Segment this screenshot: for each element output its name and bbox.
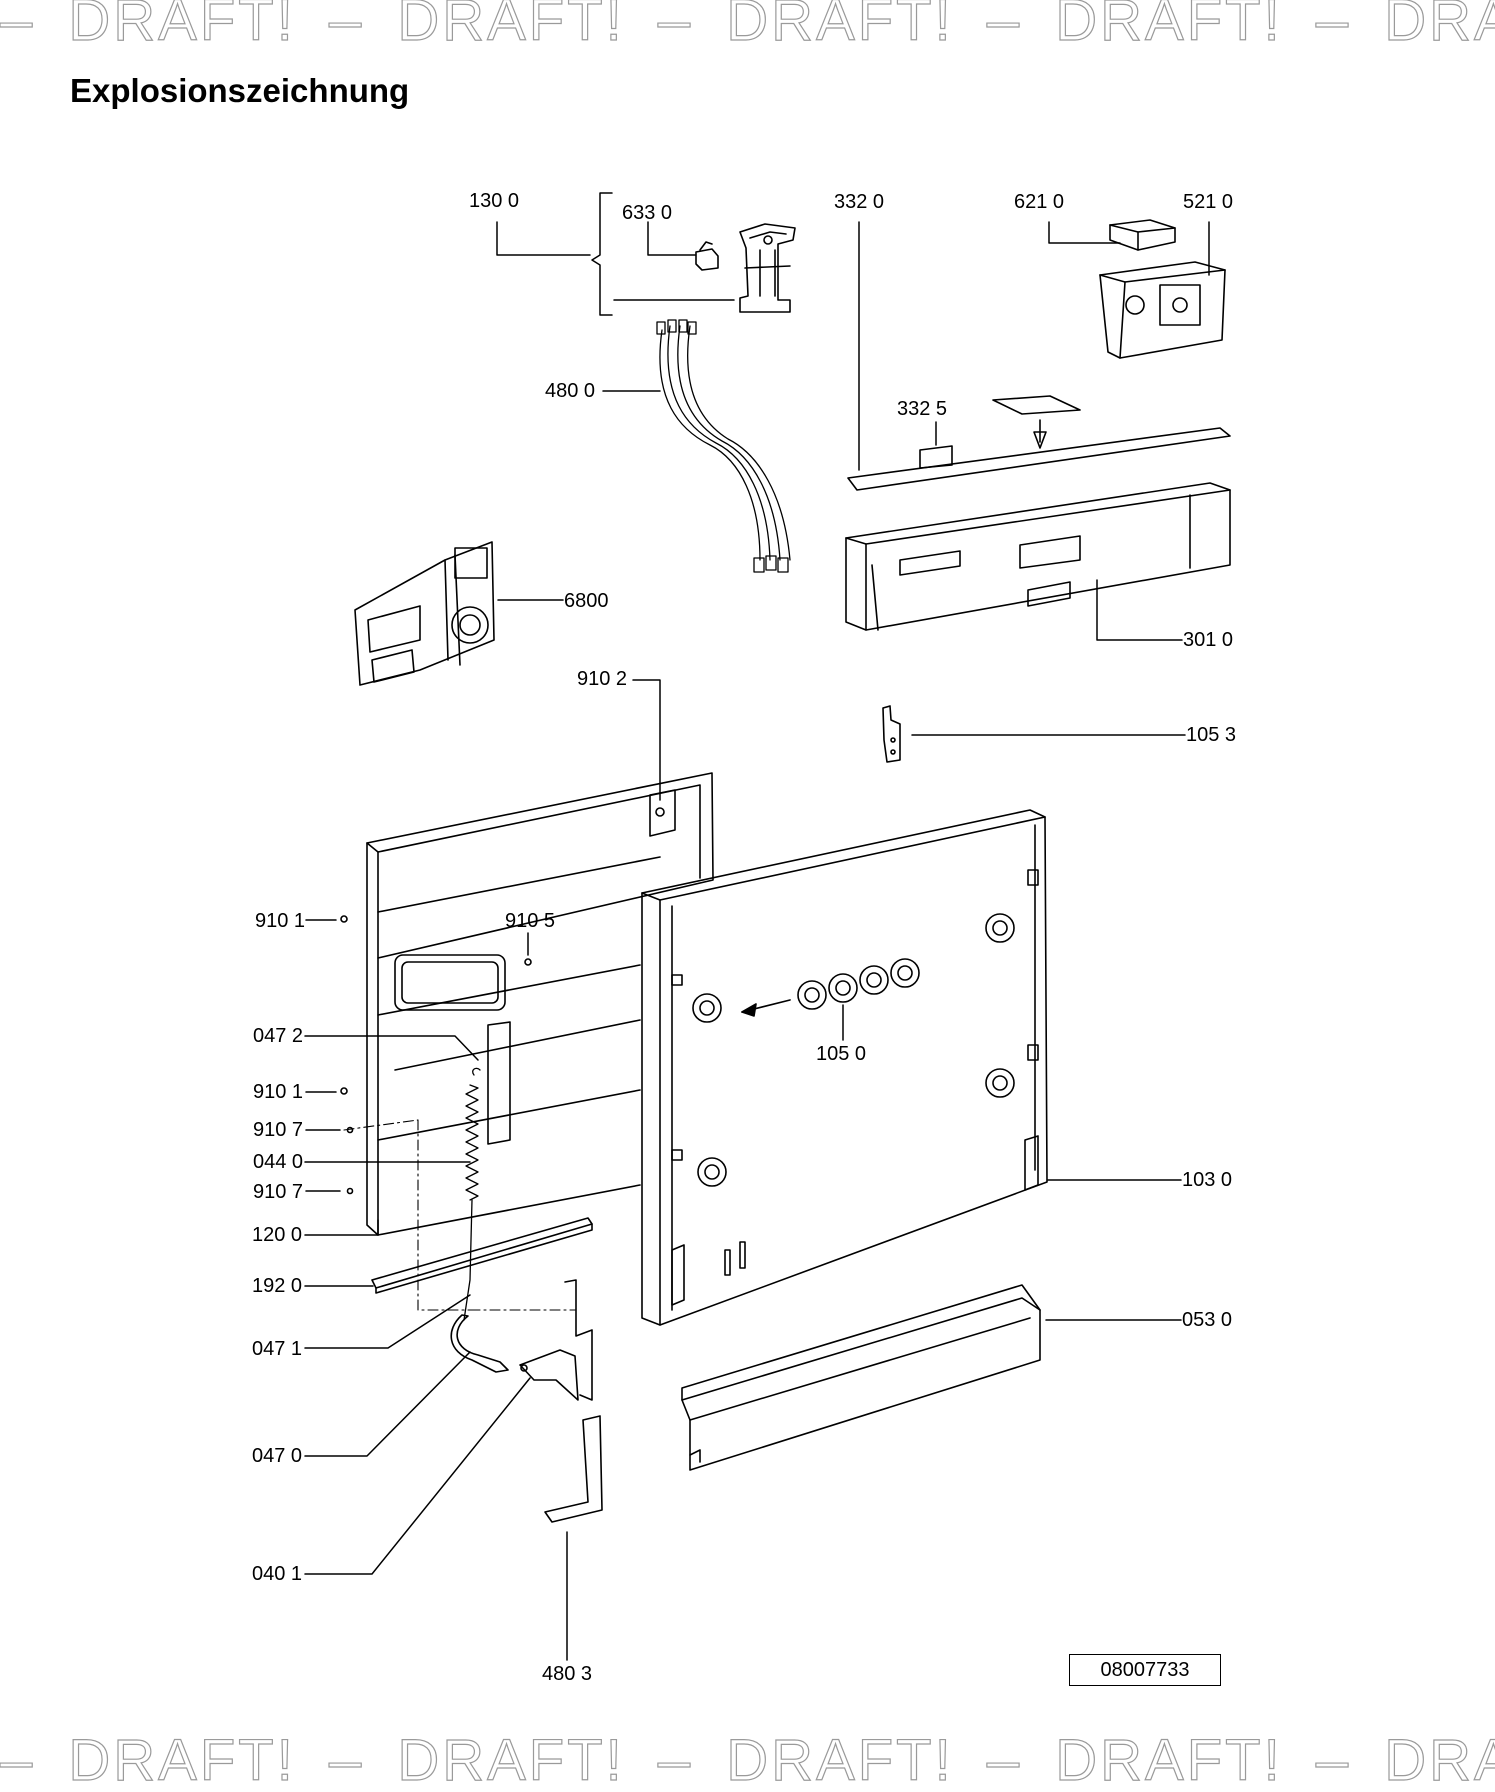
draft-watermark-top: – DRAFT! – DRAFT! – DRAFT! – DRAFT! – DR… bbox=[0, 0, 1495, 52]
watermark-text: DRAFT! bbox=[68, 1730, 296, 1792]
door-rail-part bbox=[371, 1217, 593, 1294]
watermark-text: DRAFT! bbox=[68, 0, 296, 52]
part-label-6330: 633 0 bbox=[622, 202, 673, 224]
screw-parts bbox=[340, 915, 532, 1195]
part-label-0472: 047 2 bbox=[253, 1025, 304, 1047]
part-label-9107: 910 7 bbox=[253, 1119, 304, 1141]
part-label-4800: 480 0 bbox=[545, 380, 596, 402]
part-label-3320: 332 0 bbox=[834, 191, 885, 213]
part-label-6800: 6800 bbox=[564, 590, 609, 612]
outer-door-part bbox=[641, 809, 1048, 1326]
door-spring-part bbox=[463, 1067, 481, 1321]
control-panel-part bbox=[845, 482, 1231, 631]
door-spacer-part bbox=[544, 1415, 603, 1523]
part-label-1050: 105 0 bbox=[816, 1043, 867, 1065]
part-label-5210: 521 0 bbox=[1183, 191, 1234, 213]
watermark-sep: – bbox=[1315, 1730, 1352, 1792]
watermark-sep: – bbox=[986, 0, 1023, 52]
part-label-0401: 040 1 bbox=[252, 1563, 303, 1585]
watermark-text: DRAFT! bbox=[397, 0, 625, 52]
watermark-text: DRAFT! bbox=[726, 1730, 954, 1792]
page-title: Explosionszeichnung bbox=[70, 72, 410, 109]
watermark-sep: – bbox=[328, 1730, 365, 1792]
part-label-0440: 044 0 bbox=[253, 1151, 304, 1173]
watermark-sep: – bbox=[657, 0, 694, 52]
part-label-1053: 105 3 bbox=[1186, 724, 1237, 746]
watermark-sep: – bbox=[657, 1730, 694, 1792]
part-label-1030: 103 0 bbox=[1182, 1169, 1233, 1191]
watermark-sep: – bbox=[0, 1730, 36, 1792]
microswitch-part bbox=[695, 241, 719, 271]
watermark-text: DRAFT! bbox=[397, 1730, 625, 1792]
hinge-parts bbox=[450, 1279, 593, 1401]
watermark-text: DRAFT! bbox=[726, 0, 954, 52]
part-label-9102: 910 2 bbox=[577, 668, 628, 690]
detergent-dispenser-part bbox=[354, 541, 495, 686]
part-label-9101: 910 1 bbox=[255, 910, 306, 932]
part-label-6210: 621 0 bbox=[1014, 191, 1065, 213]
part-label-0530: 053 0 bbox=[1182, 1309, 1233, 1331]
watermark-text: DRAFT! bbox=[1384, 1730, 1495, 1792]
watermark-sep: – bbox=[0, 0, 36, 52]
door-lock-part bbox=[739, 223, 796, 313]
part-label-1300: 130 0 bbox=[469, 190, 520, 212]
inner-door-part bbox=[366, 772, 714, 1236]
part-label-3325: 332 5 bbox=[897, 398, 948, 420]
part-label-0471: 047 1 bbox=[252, 1338, 303, 1360]
part-label-1200: 120 0 bbox=[252, 1224, 303, 1246]
wire-harness-part bbox=[656, 319, 791, 573]
label-bracket-part bbox=[919, 395, 1081, 469]
kick-plate-part bbox=[681, 1284, 1041, 1471]
control-module-part bbox=[1099, 219, 1226, 359]
part-label-3010: 301 0 bbox=[1183, 629, 1234, 651]
watermark-sep: – bbox=[328, 0, 365, 52]
control-strip-part bbox=[847, 427, 1231, 491]
leader-lines bbox=[304, 192, 1210, 1661]
part-label-4803: 480 3 bbox=[542, 1663, 593, 1685]
watermark-sep: – bbox=[1315, 0, 1352, 52]
watermark-text: DRAFT! bbox=[1055, 0, 1283, 52]
part-label-9107: 910 7 bbox=[253, 1181, 304, 1203]
part-label-0470: 047 0 bbox=[252, 1445, 303, 1467]
hinge-bracket-part bbox=[882, 705, 901, 763]
watermark-sep: – bbox=[986, 1730, 1023, 1792]
part-label-9101: 910 1 bbox=[253, 1081, 304, 1103]
part-label-1920: 192 0 bbox=[252, 1275, 303, 1297]
draft-watermark-bottom: – DRAFT! – DRAFT! – DRAFT! – DRAFT! – DR… bbox=[0, 1730, 1495, 1792]
roller-set-part bbox=[741, 958, 920, 1017]
part-label-9105: 910 5 bbox=[505, 910, 556, 932]
watermark-text: DRAFT! bbox=[1055, 1730, 1283, 1792]
watermark-text: DRAFT! bbox=[1384, 0, 1495, 52]
document-number-box: 08007733 bbox=[1069, 1654, 1221, 1686]
assembly-guides bbox=[343, 1119, 576, 1311]
